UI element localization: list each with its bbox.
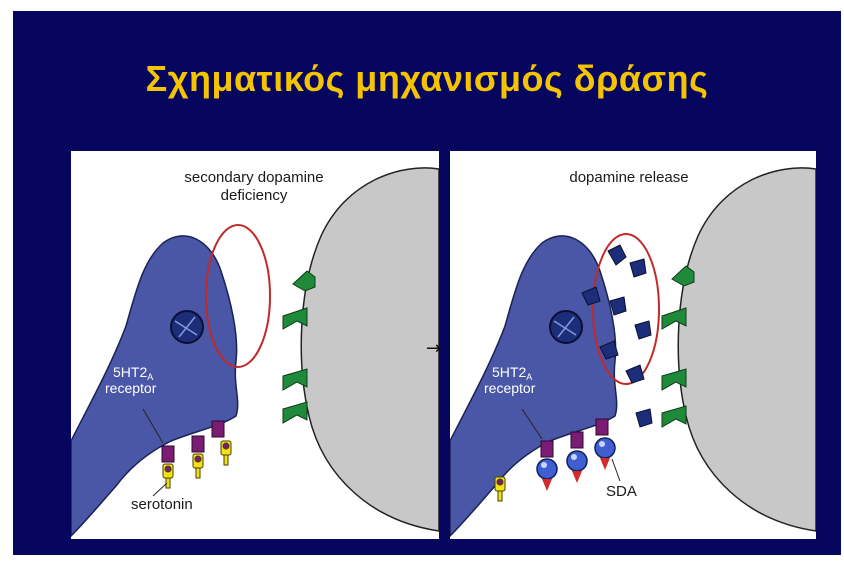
receptor-label-right-line2: receptor: [484, 381, 535, 396]
free-serotonin-molecule: [495, 477, 505, 501]
heading-secondary-dopamine: secondary dopamine: [179, 170, 329, 186]
left-panel-secondary-dopamine-deficiency: secondary dopamine deficiency 5HT2A rece…: [71, 151, 439, 539]
postsynaptic-neuron: [678, 168, 816, 531]
receptor-label-main: 5HT2: [492, 364, 526, 380]
receptor-label-main: 5HT2: [113, 364, 147, 380]
right-panel-dopamine-release: dopamine release 5HT2A receptor SDA: [450, 151, 816, 539]
slide-title: Σχηματικός μηχανισμός δράσης: [13, 58, 841, 100]
postsynaptic-neuron: [301, 168, 439, 531]
heading-deficiency: deficiency: [179, 188, 329, 204]
slide-background: Σχηματικός μηχανισμός δράσης: [13, 11, 841, 555]
sda-label: SDA: [606, 484, 637, 500]
receptor-label-left-line2: receptor: [105, 381, 156, 396]
heading-dopamine-release: dopamine release: [554, 170, 704, 186]
right-panel-illustration: [450, 151, 816, 539]
serotonin-label: serotonin: [131, 497, 193, 513]
left-panel-illustration: [71, 151, 439, 539]
transition-arrow-icon: →: [426, 340, 441, 358]
